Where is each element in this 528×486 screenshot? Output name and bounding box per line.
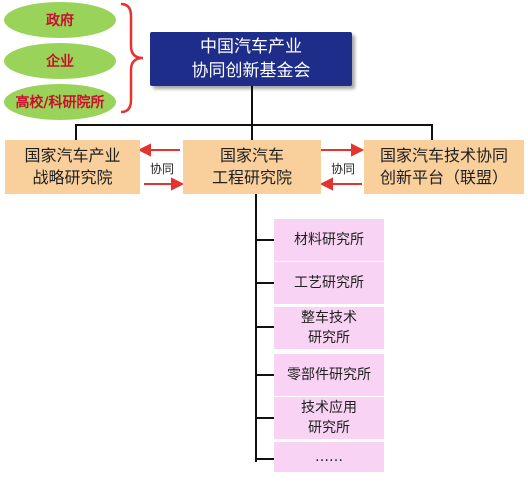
engineering-institute-box: 国家汽车 工程研究院: [183, 140, 321, 194]
member-university: 高校/科研院所: [4, 84, 116, 120]
strategy-institute-box: 国家汽车产业 战略研究院: [5, 140, 140, 194]
member-government: 政府: [4, 2, 116, 38]
sub-institute-more: ……: [274, 442, 384, 472]
members-brace: [120, 2, 144, 114]
sub-institute-materials: 材料研究所: [274, 219, 384, 261]
sub-institute-vehicle: 整车技术 研究所: [274, 307, 384, 349]
double-arrow-left: [137, 143, 185, 191]
cooperation-label-left: 协同: [150, 162, 175, 176]
platform-box: 国家汽车技术协同 创新平台（联盟）: [364, 140, 524, 194]
double-arrow-right: [319, 143, 365, 191]
cooperation-label-right: 协同: [331, 162, 356, 176]
sub-institute-process: 工艺研究所: [274, 262, 384, 304]
fund-box: 中国汽车产业 协同创新基金会: [150, 32, 352, 86]
member-enterprise: 企业: [4, 43, 116, 79]
sub-institute-application: 技术应用 研究所: [274, 397, 384, 439]
sub-institute-components: 零部件研究所: [274, 354, 384, 396]
